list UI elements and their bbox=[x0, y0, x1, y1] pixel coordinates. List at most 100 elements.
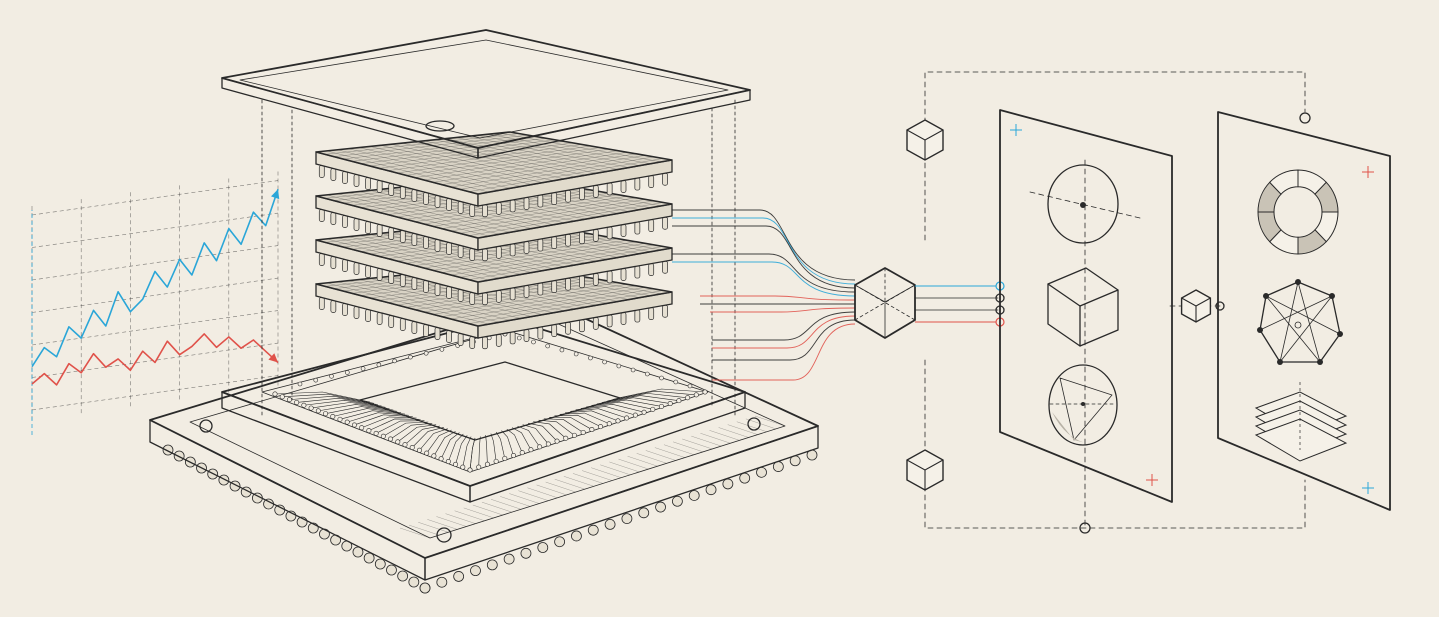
socket-corner-hole bbox=[436, 527, 452, 543]
bond-pad bbox=[453, 461, 459, 467]
bond-pad bbox=[330, 414, 336, 420]
bond-pad bbox=[301, 402, 307, 408]
layer-texture bbox=[450, 243, 646, 276]
solder-ball bbox=[419, 582, 431, 594]
bond-pad bbox=[408, 354, 413, 360]
hatch-line bbox=[572, 473, 604, 484]
circuit-trace bbox=[527, 422, 558, 442]
bond-pad bbox=[624, 415, 630, 421]
interconnect-pin bbox=[662, 304, 668, 318]
bond-pad bbox=[616, 363, 622, 369]
interconnect-pin bbox=[446, 242, 452, 255]
layer-texture bbox=[468, 246, 664, 280]
circuit-trace bbox=[495, 431, 506, 459]
hatch-line bbox=[527, 487, 558, 498]
interconnect-pin bbox=[579, 319, 585, 333]
solder-ball bbox=[397, 570, 409, 582]
solder-ball bbox=[554, 536, 566, 548]
bond-pad bbox=[297, 381, 303, 387]
interconnect-pin bbox=[318, 165, 325, 178]
hatch-line bbox=[518, 490, 549, 501]
circuit-trace bbox=[419, 428, 448, 451]
bond-pad bbox=[438, 456, 444, 462]
layer-texture bbox=[450, 199, 646, 232]
hatch-line bbox=[481, 501, 512, 513]
interconnect-pin bbox=[423, 192, 429, 205]
interconnect-pin bbox=[551, 236, 558, 249]
bond-pad bbox=[373, 430, 379, 436]
solder-ball bbox=[319, 528, 330, 540]
hatch-line bbox=[691, 435, 722, 447]
bond-pad bbox=[511, 453, 517, 459]
solder-ball bbox=[436, 576, 448, 588]
hatch-line bbox=[418, 522, 449, 533]
solder-ball bbox=[520, 547, 532, 559]
hatch-line bbox=[718, 427, 749, 438]
circuit-trace bbox=[490, 433, 497, 462]
circuit-trace bbox=[347, 412, 409, 423]
interconnect-pin bbox=[662, 260, 668, 274]
signal-wire bbox=[672, 253, 856, 293]
circuit-trace bbox=[426, 429, 452, 454]
signal-wire bbox=[712, 323, 856, 381]
stacked-planes-figure bbox=[1254, 382, 1348, 462]
bond-pad bbox=[424, 450, 430, 456]
interconnect-pin bbox=[423, 324, 429, 337]
hatch-line bbox=[472, 504, 503, 516]
bond-pad bbox=[615, 418, 621, 424]
interconnect-pin bbox=[446, 198, 452, 211]
bond-pad bbox=[545, 343, 550, 349]
layer-texture bbox=[450, 155, 646, 188]
circuit-trace bbox=[462, 436, 472, 468]
interconnect-pin bbox=[495, 246, 502, 259]
solder-ball bbox=[537, 542, 549, 553]
chart-gridline bbox=[31, 180, 279, 216]
circuit-trace bbox=[478, 436, 481, 468]
interconnect-pin bbox=[365, 221, 371, 234]
bond-pad bbox=[559, 347, 565, 353]
cube-figure bbox=[1047, 267, 1119, 347]
solder-ball bbox=[503, 553, 515, 565]
interconnect-pin bbox=[592, 229, 599, 242]
interconnect-pin bbox=[434, 239, 441, 252]
chart-arrowhead bbox=[270, 189, 280, 200]
circuit-trace bbox=[390, 423, 433, 440]
interconnect-pin bbox=[523, 241, 530, 254]
bond-pad bbox=[294, 399, 300, 405]
chart-gridline bbox=[31, 310, 279, 346]
hatch-line bbox=[727, 424, 758, 435]
circuit-trace bbox=[289, 395, 378, 405]
circuit-trace bbox=[361, 416, 417, 429]
bond-pad bbox=[329, 374, 334, 379]
stacked-plane bbox=[1254, 418, 1348, 462]
solder-ball bbox=[756, 466, 767, 478]
panel-crosshairs bbox=[1362, 166, 1374, 494]
interconnect-pin bbox=[537, 238, 544, 252]
bond-pad bbox=[359, 425, 365, 431]
circuit-trace bbox=[580, 403, 645, 413]
signal-wire bbox=[710, 307, 856, 313]
bond-pad bbox=[493, 458, 499, 464]
bond-pad bbox=[402, 442, 408, 448]
bond-pad bbox=[650, 406, 656, 412]
bond-pad bbox=[439, 347, 445, 352]
circuit-trace bbox=[617, 388, 706, 399]
bond-pad bbox=[476, 464, 482, 470]
interconnect-pin bbox=[551, 280, 558, 293]
bond-pad bbox=[563, 435, 569, 441]
connector-nodes bbox=[914, 281, 1005, 327]
bond-pad bbox=[416, 447, 422, 453]
solder-ball bbox=[363, 552, 375, 564]
interconnect-pin bbox=[353, 262, 360, 275]
interconnect-pin bbox=[318, 297, 325, 310]
interconnect-pin bbox=[411, 233, 418, 246]
interconnect-pin bbox=[565, 189, 571, 203]
interconnect-pin bbox=[495, 290, 502, 303]
circuit-trace bbox=[533, 421, 566, 439]
circuit-trace bbox=[296, 397, 382, 407]
bond-pad bbox=[308, 405, 314, 411]
signal-wire bbox=[712, 319, 856, 361]
bond-pad bbox=[580, 429, 586, 435]
hatch-line bbox=[554, 478, 585, 490]
